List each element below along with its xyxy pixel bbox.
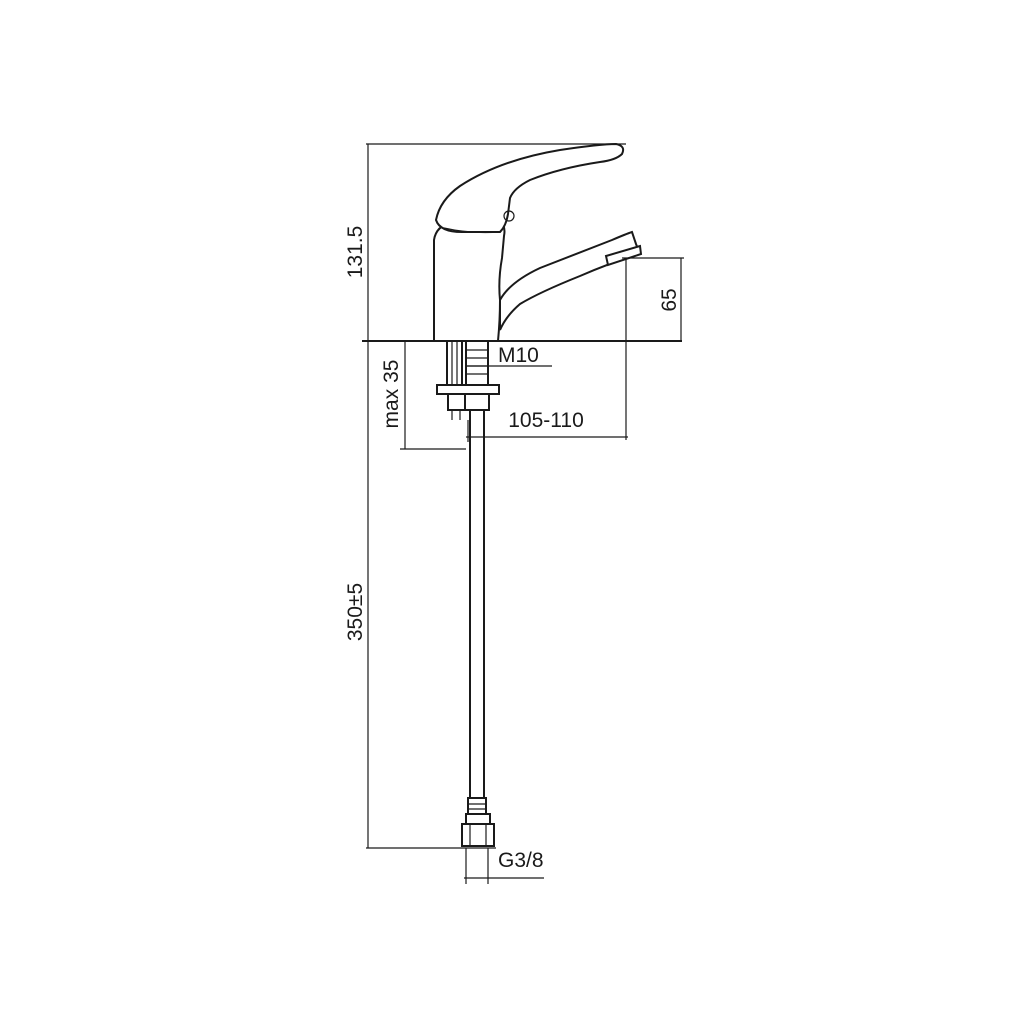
dimension-spout-height: 65 (622, 257, 684, 341)
callout-g38: G3/8 (464, 848, 544, 884)
spout-height-label: 65 (658, 288, 681, 311)
mounting-hardware (436, 340, 500, 420)
dimension-total-height: 131.5 (344, 143, 626, 341)
flexible-hose (461, 410, 495, 847)
hose-connection-label: G3/8 (498, 849, 544, 872)
spout-reach-label: 105-110 (508, 409, 584, 432)
dimension-max-deck: max 35 (380, 341, 466, 450)
hose-length-label: 350±5 (344, 583, 367, 641)
stud-thread-label: M10 (498, 344, 539, 367)
dimension-spout-reach: 105-110 (466, 258, 628, 442)
faucet-body (433, 142, 643, 342)
callout-m10: M10 (466, 344, 552, 367)
dimension-hose-length: 350±5 (344, 341, 496, 849)
total-height-label: 131.5 (344, 226, 367, 279)
max-deck-label: max 35 (380, 360, 403, 429)
